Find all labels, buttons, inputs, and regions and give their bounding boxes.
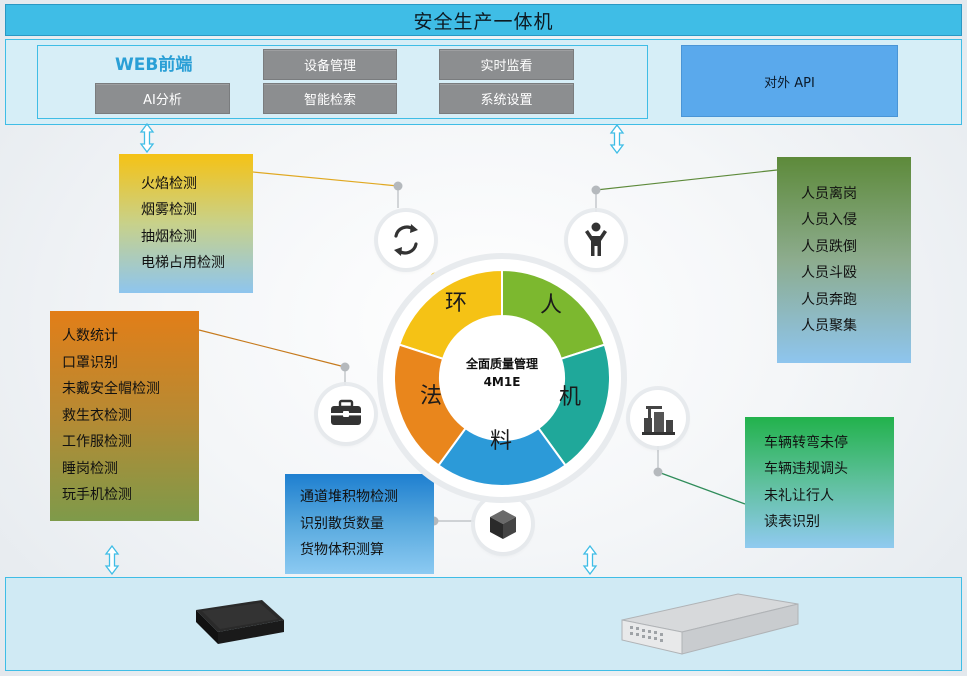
list-item: 电梯占用检测 (141, 255, 225, 271)
device-management-button[interactable]: 设备管理 (263, 49, 397, 80)
list-item: 识别散货数量 (300, 515, 384, 532)
rule-detection-box: 人数统计 口罩识别 未戴安全帽检测 救生衣检测 工作服检测 睡岗检测 玩手机检测 (50, 311, 199, 521)
center-subtitle: 4M1E (483, 375, 521, 389)
list-item: 烟雾检测 (141, 202, 197, 218)
ai-analysis-button[interactable]: AI分析 (95, 83, 230, 114)
environment-detection-box: 火焰检测 烟雾检测 抽烟检测 电梯占用检测 (119, 154, 253, 293)
list-item: 车辆转弯未停 (764, 434, 848, 451)
list-item: 睡岗检测 (62, 460, 118, 477)
rule-icon-node (318, 386, 374, 442)
double-arrow-icon (609, 124, 625, 154)
list-item: 口罩识别 (62, 354, 118, 371)
server-device-image (621, 593, 799, 655)
person-icon-node (568, 212, 624, 268)
list-item: 读表识别 (764, 514, 820, 530)
edge-box-device-image (196, 600, 284, 644)
list-item: 人员跌倒 (801, 238, 857, 255)
list-item: 未礼让行人 (764, 487, 834, 504)
double-arrow-icon (104, 545, 120, 575)
quality-ring-diagram (377, 253, 627, 503)
segment-label-material: 料 (489, 429, 512, 454)
list-item: 工作服检测 (62, 434, 132, 451)
double-arrow-icon (139, 123, 155, 153)
list-item: 人员离岗 (801, 185, 857, 202)
environment-icon-node (378, 212, 434, 268)
list-item: 人数统计 (62, 328, 118, 345)
system-settings-button[interactable]: 系统设置 (439, 83, 574, 114)
double-arrow-icon (582, 545, 598, 575)
external-api-box[interactable]: 对外 API (681, 45, 898, 117)
web-frontend-title: WEB前端 (115, 54, 193, 75)
smart-search-button[interactable]: 智能检索 (263, 83, 397, 114)
segment-label-person: 人 (539, 293, 562, 318)
segment-label-machine: 机 (558, 385, 581, 410)
list-item: 火焰检测 (141, 175, 197, 192)
person-detection-box: 人员离岗 人员入侵 人员跌倒 人员斗殴 人员奔跑 人员聚集 (777, 157, 911, 363)
material-icon-node (475, 496, 531, 552)
list-item: 救生衣检测 (62, 407, 132, 424)
page-title: 安全生产一体机 (5, 4, 962, 36)
list-item: 人员奔跑 (801, 291, 857, 308)
person-icon (585, 222, 607, 256)
machine-icon (642, 406, 675, 435)
list-item: 人员入侵 (801, 212, 857, 228)
material-detection-box: 通道堆积物检测 识别散货数量 货物体积测算 (285, 474, 434, 574)
list-item: 通道堆积物检测 (300, 489, 398, 506)
toolbox-icon (331, 399, 361, 425)
list-item: 玩手机检测 (62, 487, 132, 504)
machine-detection-box: 车辆转弯未停 车辆违规调头 未礼让行人 读表识别 (745, 417, 894, 548)
recycle-icon (394, 224, 418, 256)
list-item: 抽烟检测 (141, 228, 197, 245)
live-monitoring-button[interactable]: 实时监看 (439, 49, 574, 80)
segment-label-environment: 环 (444, 291, 467, 316)
list-item: 人员斗殴 (801, 265, 857, 281)
hardware-layer-panel (5, 577, 962, 671)
list-item: 未戴安全帽检测 (62, 381, 160, 398)
list-item: 车辆违规调头 (764, 461, 848, 477)
center-title: 全面质量管理 (465, 357, 538, 371)
segment-label-rule: 法 (419, 384, 442, 409)
list-item: 货物体积测算 (300, 542, 384, 559)
machine-icon-node (630, 390, 686, 446)
cube-icon (490, 510, 516, 539)
list-item: 人员聚集 (801, 318, 857, 334)
ring-segments (377, 253, 627, 503)
